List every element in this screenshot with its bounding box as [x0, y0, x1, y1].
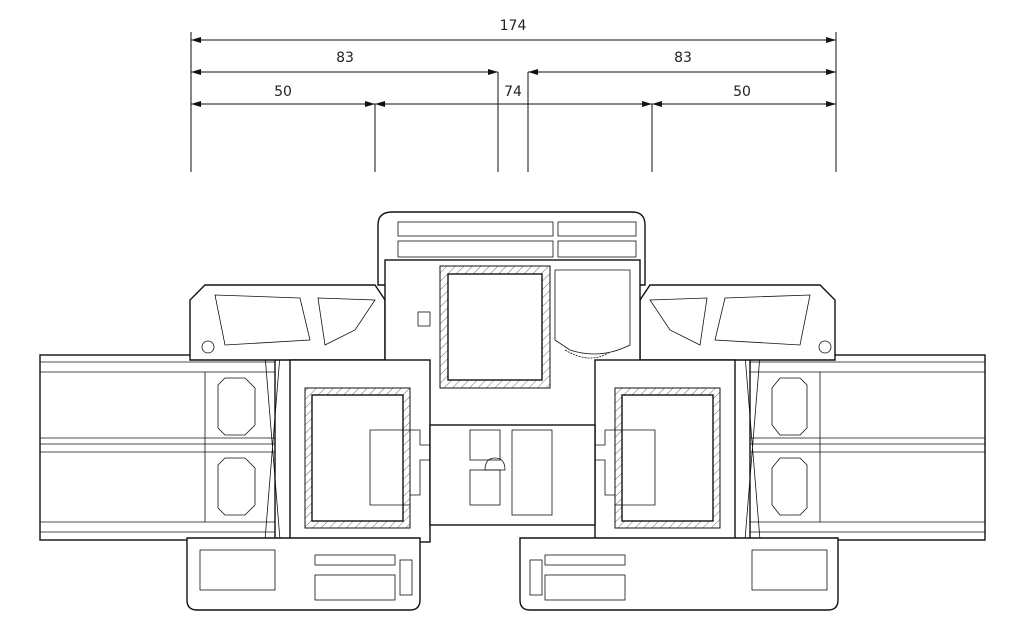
- dim-right-83: 83: [674, 50, 692, 66]
- dim-right-50: 50: [733, 84, 751, 100]
- dim-middle-74: 74: [504, 84, 522, 100]
- sash-left: [289, 359, 431, 543]
- dim-total: 174: [500, 18, 527, 34]
- side-frame-left: [189, 284, 386, 361]
- center-lower-profile: [429, 424, 596, 526]
- dimension-labels: 174 83 83 50 74 50: [274, 18, 751, 100]
- side-frame-right: [639, 284, 836, 361]
- bottom-frame-right: [519, 537, 839, 611]
- glass-pane-left: [39, 354, 281, 541]
- dimension-lines: [190, 32, 837, 172]
- dim-left-50: 50: [274, 84, 292, 100]
- sash-right: [594, 359, 736, 543]
- glass-pane-right: [744, 354, 986, 541]
- dim-left-83: 83: [336, 50, 354, 66]
- bottom-frame-left: [186, 537, 421, 611]
